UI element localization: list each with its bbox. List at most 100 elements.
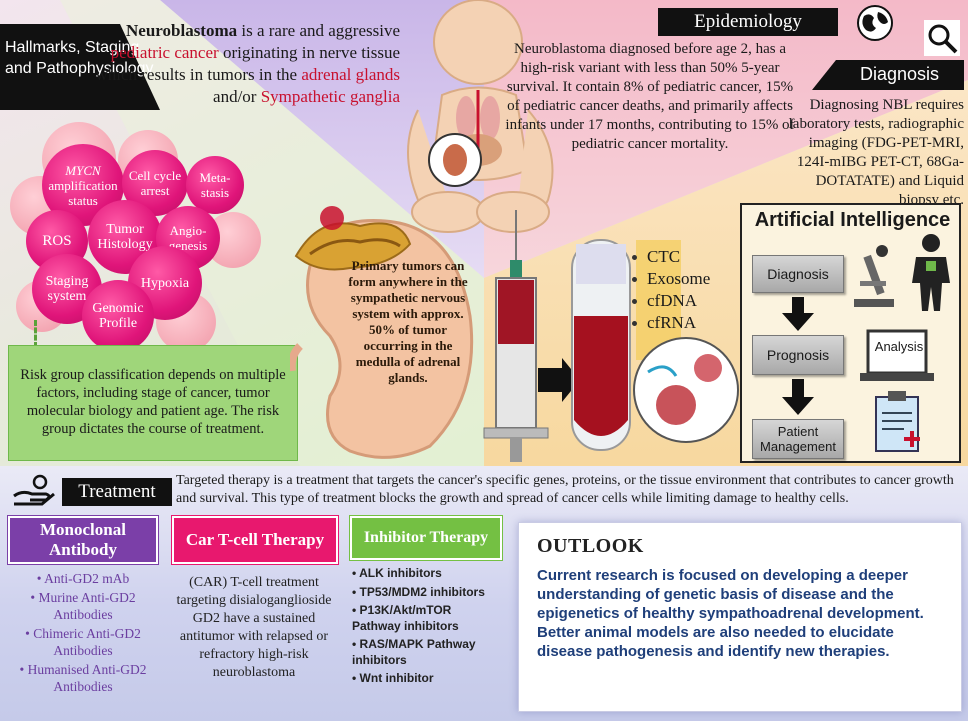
inhibitor-item: • Wnt inhibitor xyxy=(352,671,434,685)
ai-panel: Artificial Intelligence Diagnosis Progno… xyxy=(740,203,961,463)
cart-header: Car T-cell Therapy xyxy=(172,516,338,564)
treatment-text: Targeted therapy is a treatment that tar… xyxy=(176,473,954,506)
monoclonal-item-label: Chimeric Anti-GD2 Antibodies xyxy=(33,626,141,658)
clipboard-icon xyxy=(875,391,920,452)
cart-text: (CAR) T-cell treatment targeting disialo… xyxy=(176,575,332,680)
intro-red-2: adrenal glands xyxy=(301,65,400,84)
ai-title: Artificial Intelligence xyxy=(754,209,951,231)
hallmarks-header xyxy=(0,0,160,110)
tumor-histology-label: Tumor Histology xyxy=(97,222,153,252)
risk-group-box: Risk group classification depends on mul… xyxy=(8,345,298,461)
ai-step-diagnosis: Diagnosis xyxy=(752,255,844,293)
kidney-illustration xyxy=(290,206,474,459)
angiogenesis-label: Angio-genesis xyxy=(168,223,208,253)
inhibitor-item-label: P13K/Akt/mTOR Pathway inhibitors xyxy=(352,603,459,633)
bubble-metastasis: Meta-stasis xyxy=(186,156,244,214)
microscope-icon xyxy=(854,245,894,307)
down-arrow-icon xyxy=(782,379,814,415)
magnifier-icon xyxy=(924,20,960,56)
hallmarks-title: Hallmarks, Staging and Pathophysiology xyxy=(5,39,154,77)
inhibitor-header: Inhibitor Therapy xyxy=(350,516,502,560)
intro-text-2: originating in nerve tissue which result… xyxy=(95,43,400,84)
hallmarks-header-shape xyxy=(0,24,160,110)
inhibitor-item-label: RAS/MAPK Pathway inhibitors xyxy=(352,637,476,667)
inhibitor-list: • ALK inhibitors • TP53/MDM2 inhibitors … xyxy=(352,566,502,687)
biopsy-item-label: CTC xyxy=(647,247,681,266)
biopsy-item: cfRNA xyxy=(632,312,732,334)
monoclonal-item: • Chimeric Anti-GD2 Antibodies xyxy=(25,626,141,658)
intro-red-3: Sympathetic ganglia xyxy=(260,87,400,106)
ai-step-patient-management: Patient Management xyxy=(752,419,844,459)
mycn-rest: amplification status xyxy=(48,177,118,208)
ai-step-label: Patient Management xyxy=(760,424,836,454)
staging-label: Staging system xyxy=(45,274,89,304)
hypoxia-label: Hypoxia xyxy=(140,275,190,291)
primary-tumor-text: Primary tumors can form anywhere in the … xyxy=(348,258,468,385)
monoclonal-item: • Murine Anti-GD2 Antibodies xyxy=(30,590,136,622)
intro-bold: Neuroblastoma xyxy=(126,21,238,40)
intro-text: Neuroblastoma is a rare and aggressive p… xyxy=(92,20,400,108)
mycn-label: MYCN xyxy=(65,162,101,178)
diagnosis-tag xyxy=(812,60,964,90)
cart-title: Car T-cell Therapy xyxy=(185,530,325,549)
inhibitor-item: • TP53/MDM2 inhibitors xyxy=(352,584,485,599)
biopsy-item: Exosome xyxy=(632,268,732,290)
inhibitor-item-label: ALK inhibitors xyxy=(359,566,442,580)
inhibitor-item-label: Wnt inhibitor xyxy=(359,671,434,685)
monoclonal-item-label: Humanised Anti-GD2 Antibodies xyxy=(27,662,147,694)
inhibitor-item: • P13K/Akt/mTOR Pathway inhibitors xyxy=(352,603,459,633)
epidemiology-title: Epidemiology xyxy=(694,11,802,32)
liquid-biopsy-illustration xyxy=(483,210,739,462)
inhibitor-item: • RAS/MAPK Pathway inhibitors xyxy=(352,637,476,667)
monoclonal-header: Monoclonal Antibody xyxy=(8,516,158,564)
epidemiology-text: Neuroblastoma diagnosed before age 2, ha… xyxy=(505,41,795,152)
person-icon xyxy=(912,234,950,311)
cell-cycle-label: Cell cycle arrest xyxy=(128,168,182,198)
monoclonal-item-label: Anti-GD2 mAb xyxy=(44,571,130,586)
monoclonal-item: • Anti-GD2 mAb xyxy=(36,571,130,586)
treatment-title: Treatment xyxy=(78,481,156,502)
analysis-label: Analysis xyxy=(874,339,924,354)
outlook-panel: OUTLOOK Current research is focused on d… xyxy=(518,522,962,712)
ai-step-prognosis: Prognosis xyxy=(752,335,844,375)
ai-step-label: Prognosis xyxy=(766,347,830,363)
monoclonal-item: • Humanised Anti-GD2 Antibodies xyxy=(19,662,147,694)
laptop-icon xyxy=(860,329,934,381)
genomic-label: Genomic Profile xyxy=(92,301,144,331)
biopsy-item: cfDNA xyxy=(632,290,732,312)
treatment-tag: Treatment xyxy=(62,478,172,506)
monoclonal-title: Monoclonal Antibody xyxy=(40,520,126,559)
hand-care-icon xyxy=(13,474,55,506)
biopsy-list: CTC Exosome cfDNA cfRNA xyxy=(632,246,732,334)
inhibitor-item: • ALK inhibitors xyxy=(352,566,442,580)
bubble-genomic: Genomic Profile xyxy=(82,280,154,352)
intro-text-3: and/or xyxy=(213,87,261,106)
inhibitor-item-label: TP53/MDM2 inhibitors xyxy=(359,584,485,599)
biopsy-item-label: cfRNA xyxy=(647,313,697,332)
baby-illustration xyxy=(407,0,554,233)
diagnosis-title: Diagnosis xyxy=(860,64,940,84)
intro-text-1: is a rare and aggressive xyxy=(237,21,400,40)
diagnosis-text: Diagnosing NBL requires laboratory tests… xyxy=(788,97,964,208)
biopsy-item-label: Exosome xyxy=(647,269,711,288)
ai-step-label: Diagnosis xyxy=(767,266,829,282)
metastasis-label: Meta-stasis xyxy=(199,170,231,200)
epidemiology-tag: Epidemiology xyxy=(658,8,838,36)
globe-icon xyxy=(857,5,893,41)
outlook-title: OUTLOOK xyxy=(537,535,644,557)
outlook-paragraph-1: Current research is focused on developin… xyxy=(537,567,924,622)
down-arrow-icon xyxy=(782,297,814,331)
monoclonal-list: • Anti-GD2 mAb • Murine Anti-GD2 Antibod… xyxy=(8,570,158,695)
monoclonal-item-label: Murine Anti-GD2 Antibodies xyxy=(38,590,136,622)
inhibitor-title: Inhibitor Therapy xyxy=(363,529,489,546)
biopsy-item-label: cfDNA xyxy=(647,291,698,310)
outlook-paragraph-2: Better animal models are also needed to … xyxy=(537,624,894,660)
risk-group-text: Risk group classification depends on mul… xyxy=(20,367,286,437)
dashed-connector xyxy=(34,320,37,348)
diagnosis-tag-shape xyxy=(812,60,964,90)
ros-label: ROS xyxy=(42,232,72,249)
intro-red-1: pediatric cancer xyxy=(110,43,219,62)
biopsy-item: CTC xyxy=(632,246,732,268)
